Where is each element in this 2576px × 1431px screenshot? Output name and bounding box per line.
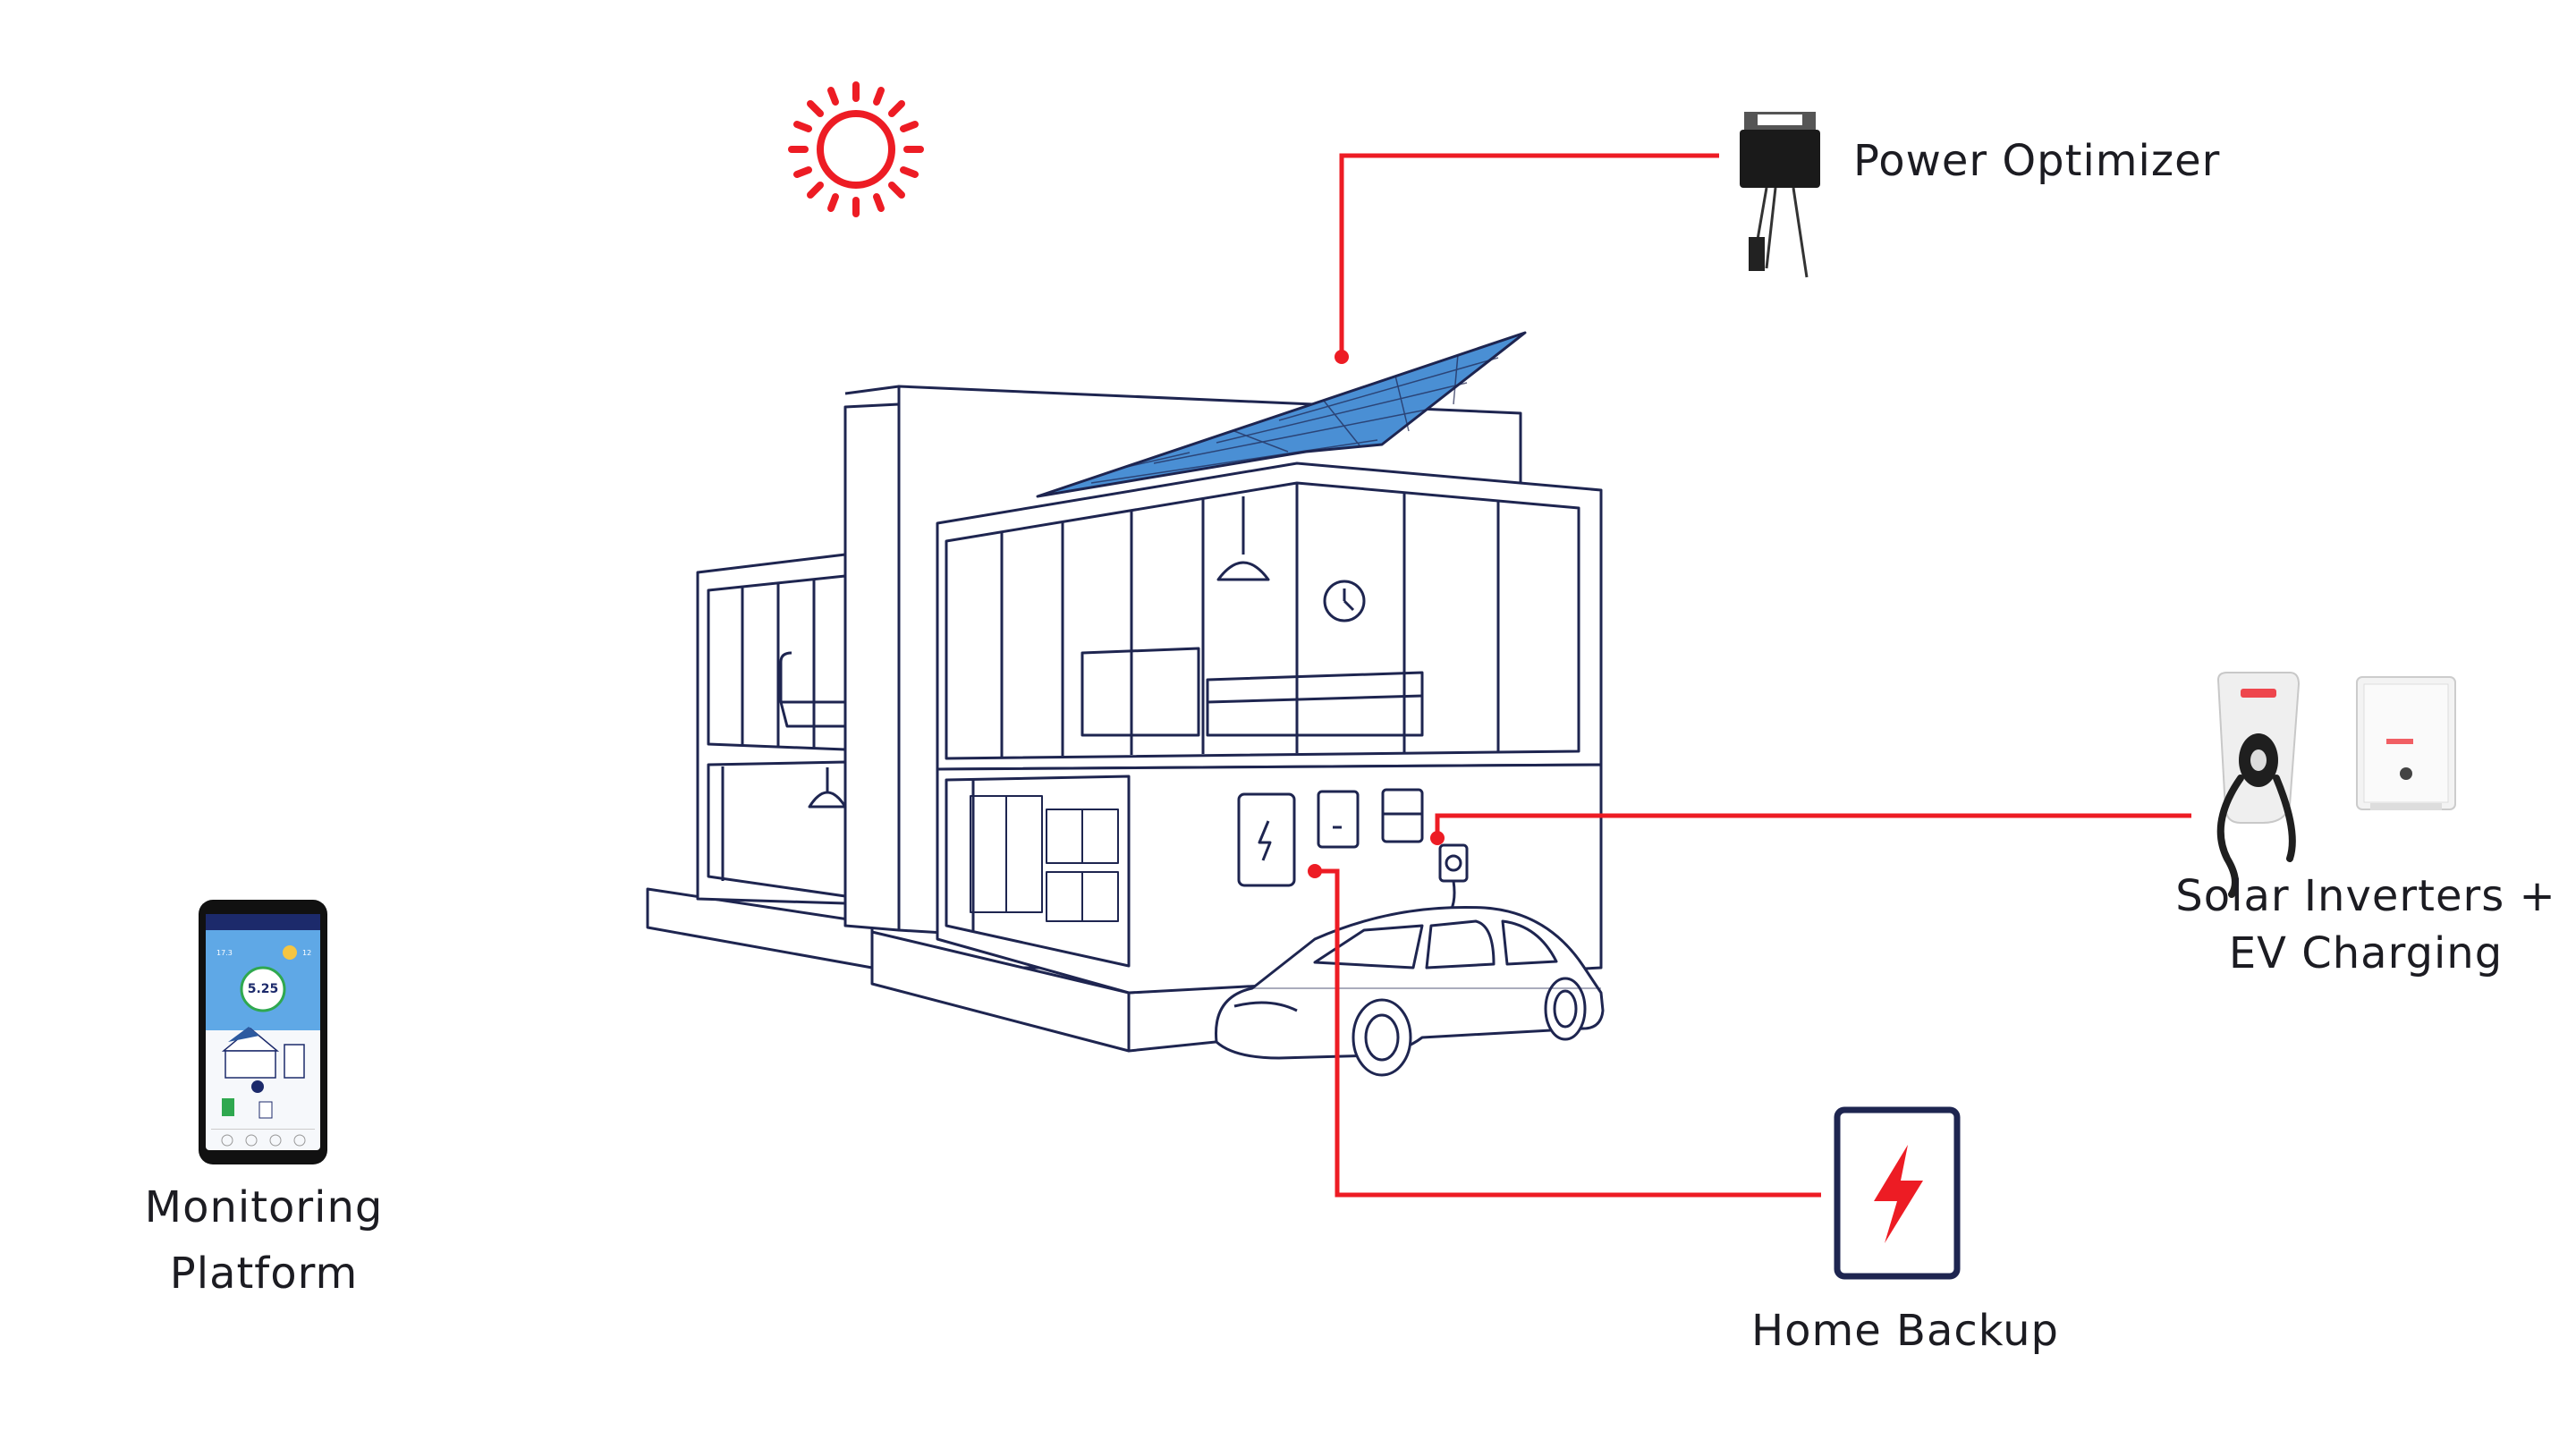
house-illustration [646, 331, 1603, 1053]
sun-icon [788, 81, 924, 217]
solar-inverters-label: Solar Inverters + EV Charging [2165, 868, 2567, 982]
meter-device [1381, 788, 1424, 843]
monitoring-label-line2: Platform [169, 1249, 359, 1299]
power-optimizer-device [1740, 112, 1820, 278]
ev-charger-device [2216, 672, 2301, 898]
optimizer-connector-dot [1335, 350, 1349, 364]
car-illustration [1215, 905, 1605, 1077]
solar-inverters-label-line1: Solar Inverters + [2175, 871, 2556, 921]
backup-connector-dot [1308, 864, 1322, 878]
inverter-device [2356, 676, 2456, 810]
inverter-wall-device [1317, 790, 1360, 849]
monitoring-label-line1: Monitoring [144, 1182, 384, 1232]
monitoring-platform-label: Monitoring Platform [107, 1174, 420, 1307]
battery-device [1237, 792, 1296, 887]
phone-left-stat: 17.3 [216, 949, 233, 957]
home-backup-label: Home Backup [1751, 1306, 2059, 1356]
inverter-connector [1435, 813, 2191, 838]
connector-lines [1315, 153, 2191, 1198]
backup-connector [1315, 868, 1821, 1198]
optimizer-connector [1339, 153, 1719, 357]
lightning-bolt-icon [1834, 1106, 1961, 1280]
ev-charger-wall [1438, 843, 1469, 883]
phone-headline-value: 5.25 [248, 982, 279, 996]
phone-right-stat: 12 [302, 949, 311, 957]
solar-inverters-label-line2: EV Charging [2228, 928, 2504, 978]
smartphone-app: 5.25 17.3 12 [199, 900, 327, 1164]
power-optimizer-label: Power Optimizer [1853, 136, 2221, 186]
inverter-connector-dot [1430, 831, 1445, 845]
